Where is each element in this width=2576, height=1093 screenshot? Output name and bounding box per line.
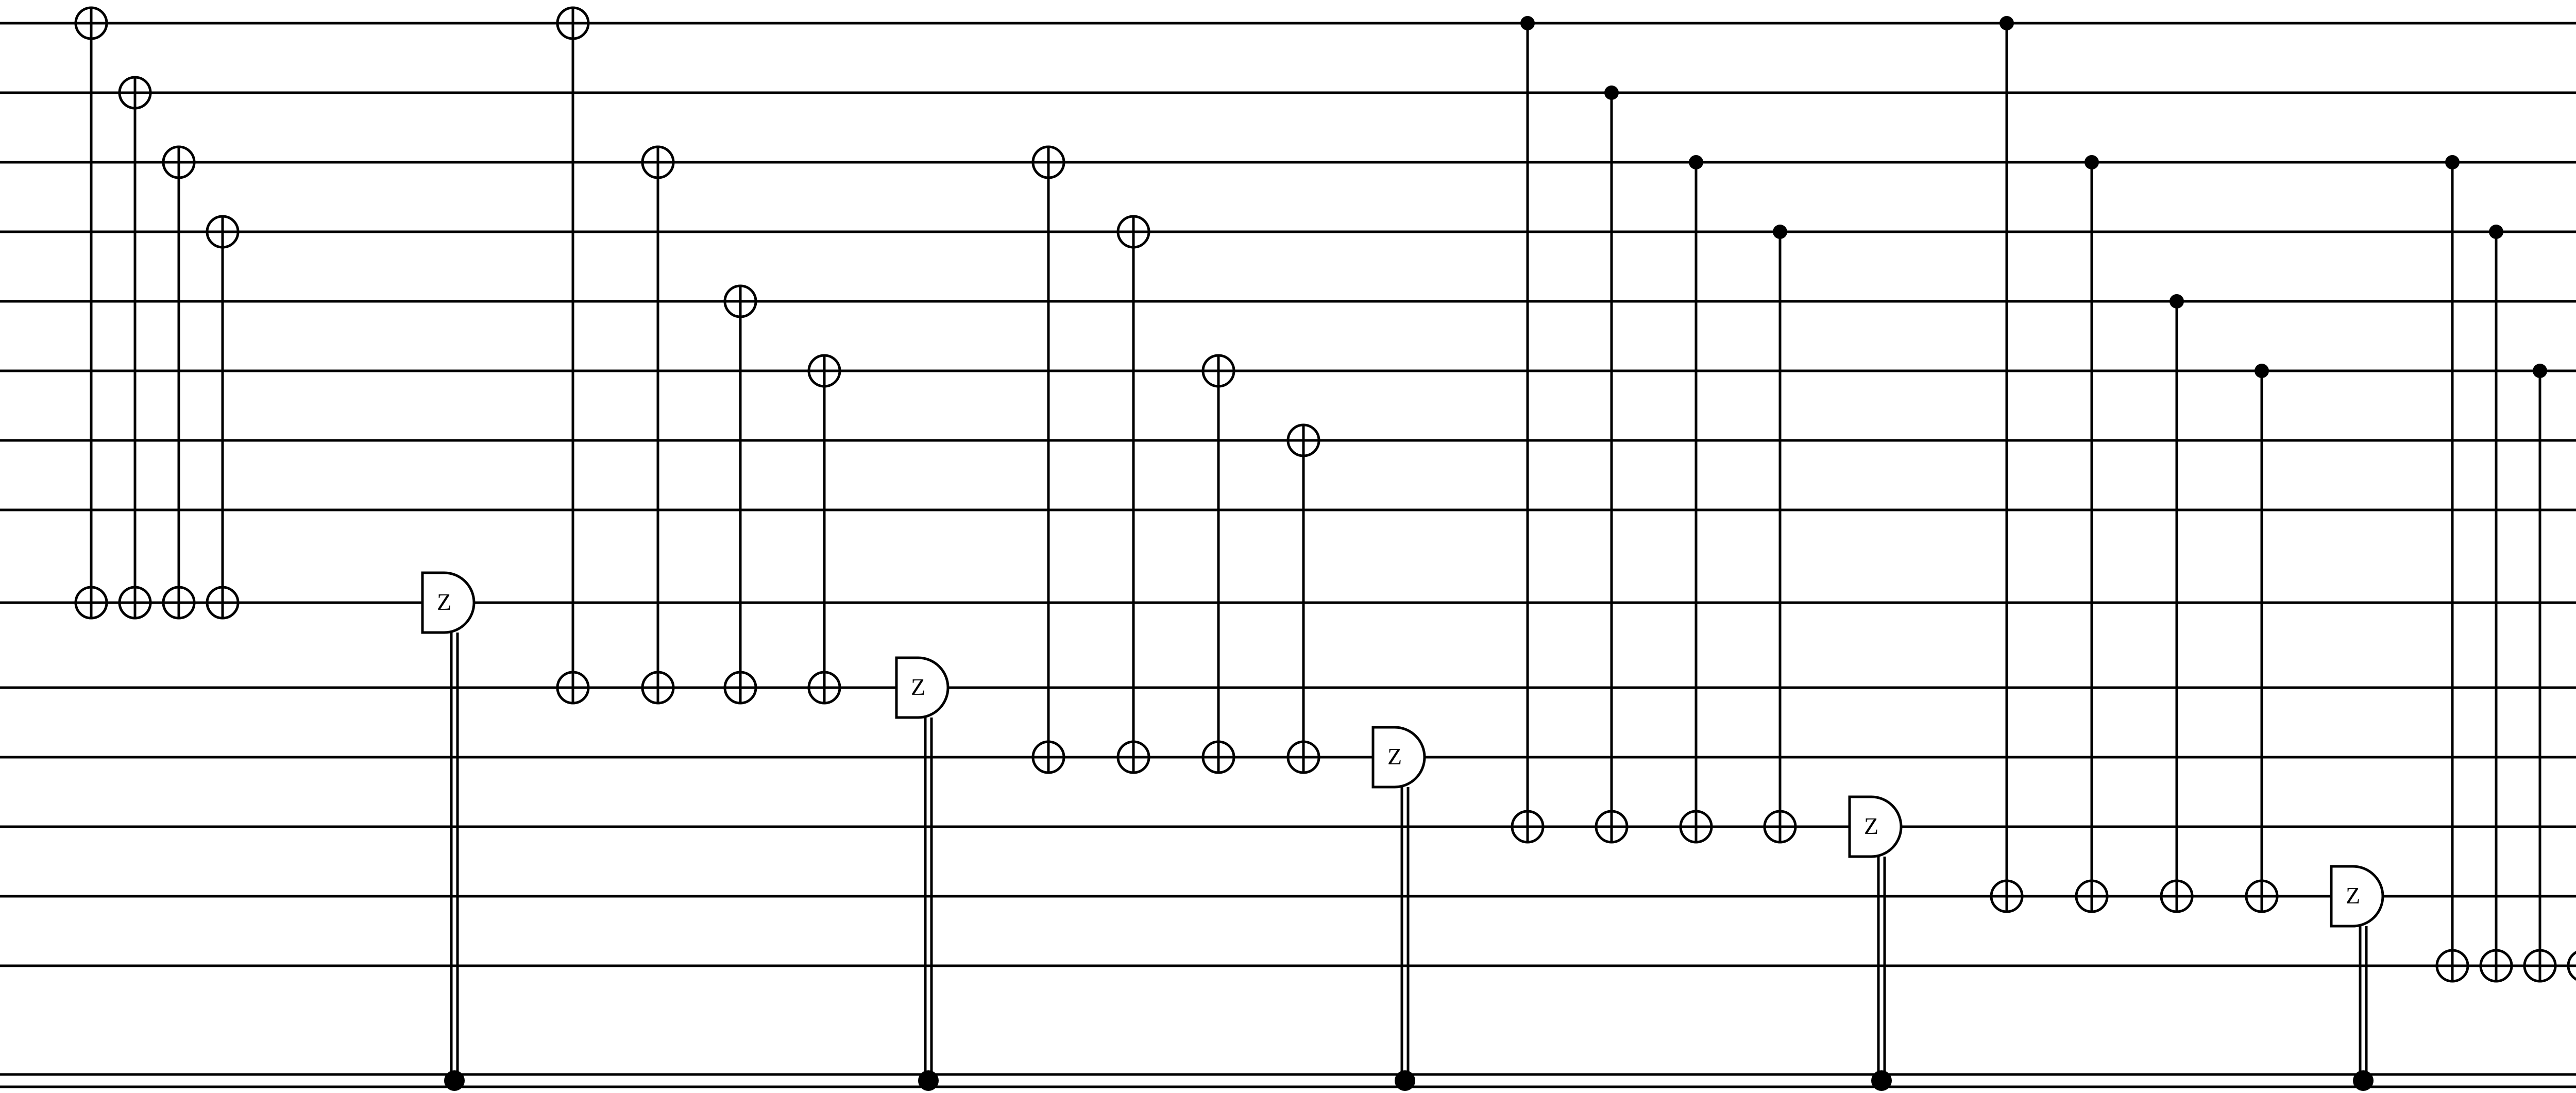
block-4-measurement-box[interactable] bbox=[1848, 795, 1903, 858]
block-1-measurement-box[interactable] bbox=[421, 571, 476, 634]
block-2-measurement-box[interactable] bbox=[895, 656, 950, 719]
block-4-measurement-label: Z bbox=[1864, 813, 1878, 839]
block-4-gate-2-control-dot-top[interactable] bbox=[1604, 86, 1619, 100]
block-5-gate-3-control-dot-top[interactable] bbox=[2170, 294, 2184, 309]
block-3-classical-register-dot[interactable] bbox=[1395, 1070, 1415, 1091]
block-6-gate-2-control-dot-top[interactable] bbox=[2489, 225, 2503, 239]
block-5-gate-4-control-dot-top[interactable] bbox=[2255, 364, 2269, 378]
block-1-measurement-label: Z bbox=[437, 589, 451, 615]
block-5-measurement-box[interactable] bbox=[2330, 865, 2384, 928]
block-4-classical-register-dot[interactable] bbox=[1871, 1070, 1892, 1091]
block-6-gate-1-control-dot-top[interactable] bbox=[2445, 155, 2460, 169]
block-5-gate-2-control-dot-top[interactable] bbox=[2084, 155, 2099, 169]
block-4-gate-4-control-dot-top[interactable] bbox=[1773, 225, 1787, 239]
block-1-classical-register-dot[interactable] bbox=[444, 1070, 465, 1091]
block-5-measurement-label: Z bbox=[2346, 882, 2360, 909]
block-2-classical-register-dot[interactable] bbox=[918, 1070, 939, 1091]
block-5-gate-1-control-dot-top[interactable] bbox=[1999, 16, 2014, 30]
block-3-measurement-label: Z bbox=[1387, 743, 1402, 770]
block-6-gate-3-control-dot-top[interactable] bbox=[2533, 364, 2547, 378]
block-4-gate-1-control-dot-top[interactable] bbox=[1520, 16, 1535, 30]
block-3-measurement-box[interactable] bbox=[1371, 726, 1426, 789]
block-2-measurement-label: Z bbox=[911, 674, 925, 700]
block-4-gate-3-control-dot-top[interactable] bbox=[1689, 155, 1703, 169]
block-5-classical-register-dot[interactable] bbox=[2353, 1070, 2374, 1091]
